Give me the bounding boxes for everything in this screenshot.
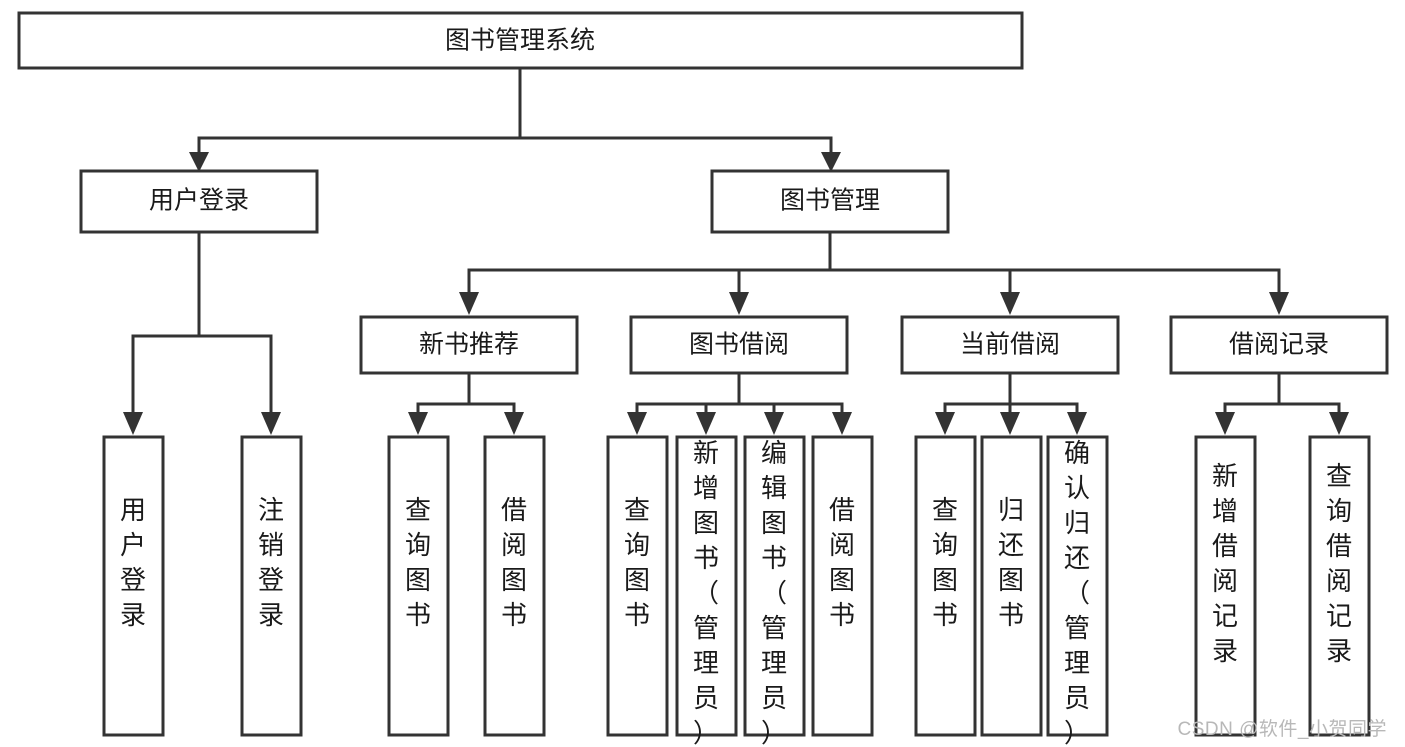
arrowhead-to-leaf-logout <box>261 412 281 435</box>
leaf-user-login-label: 用户登录 <box>120 495 146 630</box>
node-borrow-record[interactable]: 借阅记录 <box>1169 315 1389 375</box>
arrowhead-to-book-borrow <box>729 292 749 315</box>
leaf-add-record-label: 新增借阅记录 <box>1212 461 1238 666</box>
arrowhead-to-leaf-query-book-3 <box>935 412 955 435</box>
book-manage-box[interactable] <box>710 169 950 234</box>
leaf-query-book-2-box[interactable] <box>606 435 669 737</box>
leaf-add-record-box[interactable] <box>1194 435 1257 737</box>
current-borrow-box[interactable] <box>900 315 1120 375</box>
node-leaf-query-book-3[interactable]: 查询图书 <box>914 435 977 737</box>
leaf-query-book-1-label: 查询图书 <box>405 495 431 630</box>
node-leaf-borrow-book-1[interactable]: 借阅图书 <box>483 435 546 737</box>
node-leaf-return-book[interactable]: 归还图书 <box>980 435 1043 737</box>
connector-book-manage-trunk <box>467 230 1281 300</box>
new-book-recommend-box[interactable] <box>359 315 579 375</box>
csdn-watermark: CSDN @软件_小贺同学 <box>1177 719 1387 740</box>
node-leaf-query-record[interactable]: 查询借阅记录 <box>1308 435 1371 737</box>
arrowhead-to-new-book-recommend <box>459 292 479 315</box>
leaf-edit-book-box[interactable] <box>743 435 806 737</box>
arrowhead-to-leaf-query-book-2 <box>627 412 647 435</box>
node-root[interactable]: 图书管理系统 <box>17 11 1024 70</box>
connector-root-trunk <box>197 66 833 160</box>
book-manage-label: 图书管理 <box>780 187 880 215</box>
arrowhead-to-leaf-query-book-1 <box>408 412 428 435</box>
arrowhead-to-leaf-confirm-return <box>1067 412 1087 435</box>
book-borrow-box[interactable] <box>629 315 849 375</box>
leaf-logout-box[interactable] <box>240 435 303 737</box>
node-leaf-edit-book[interactable]: 编辑图书（管理员） <box>743 435 806 747</box>
connector-current-borrow-trunk <box>943 371 1079 420</box>
arrowhead-to-leaf-borrow-book-2 <box>832 412 852 435</box>
user-login-label: 用户登录 <box>149 187 249 215</box>
arrowhead-to-leaf-add-book <box>696 412 716 435</box>
arrowhead-to-book-manage <box>821 152 841 172</box>
node-book-borrow[interactable]: 图书借阅 <box>629 315 849 375</box>
node-leaf-add-record[interactable]: 新增借阅记录 <box>1194 435 1257 737</box>
connector-new-book-recommend-trunk <box>416 371 516 420</box>
connector-user-login-trunk <box>131 230 273 420</box>
arrowhead-to-leaf-user-login <box>123 412 143 435</box>
connector-book-borrow-trunk <box>635 371 844 420</box>
arrowhead-to-user-login <box>189 152 209 172</box>
node-leaf-user-login[interactable]: 用户登录 <box>102 435 165 737</box>
node-leaf-confirm-return[interactable]: 确认归还（管理员） <box>1046 435 1109 747</box>
leaf-confirm-return-box[interactable] <box>1046 435 1109 737</box>
node-leaf-logout[interactable]: 注销登录 <box>240 435 303 737</box>
leaf-query-book-3-label: 查询图书 <box>932 495 958 630</box>
leaf-return-book-box[interactable] <box>980 435 1043 737</box>
leaf-logout-label: 注销登录 <box>258 495 284 630</box>
borrow-record-box[interactable] <box>1169 315 1389 375</box>
leaf-borrow-book-2-label: 借阅图书 <box>829 495 855 630</box>
arrowhead-to-borrow-record <box>1269 292 1289 315</box>
book-borrow-label: 图书借阅 <box>689 331 789 359</box>
arrowhead-to-leaf-query-record <box>1329 412 1349 435</box>
root-label: 图书管理系统 <box>445 27 595 55</box>
leaf-add-book-label: 新增图书（管理员） <box>693 438 719 747</box>
new-book-recommend-label: 新书推荐 <box>419 331 519 359</box>
root-box[interactable] <box>17 11 1024 70</box>
node-user-login[interactable]: 用户登录 <box>79 169 319 234</box>
node-leaf-query-book-1[interactable]: 查询图书 <box>387 435 450 737</box>
leaf-query-book-2-label: 查询图书 <box>624 495 650 630</box>
arrowhead-to-leaf-add-record <box>1215 412 1235 435</box>
node-new-book-recommend[interactable]: 新书推荐 <box>359 315 579 375</box>
borrow-record-label: 借阅记录 <box>1229 331 1329 359</box>
leaf-confirm-return-label: 确认归还（管理员） <box>1064 438 1090 747</box>
node-leaf-borrow-book-2[interactable]: 借阅图书 <box>811 435 874 737</box>
leaf-borrow-book-1-label: 借阅图书 <box>501 495 527 630</box>
arrowhead-to-leaf-borrow-book-1 <box>504 412 524 435</box>
current-borrow-label: 当前借阅 <box>960 331 1060 359</box>
user-login-box[interactable] <box>79 169 319 234</box>
node-book-manage[interactable]: 图书管理 <box>710 169 950 234</box>
leaf-user-login-box[interactable] <box>102 435 165 737</box>
node-leaf-add-book[interactable]: 新增图书（管理员） <box>675 435 738 747</box>
leaf-borrow-book-1-box[interactable] <box>483 435 546 737</box>
arrowhead-to-leaf-edit-book <box>764 412 784 435</box>
leaf-return-book-label: 归还图书 <box>998 495 1024 630</box>
arrowhead-to-current-borrow <box>1000 292 1020 315</box>
leaf-query-record-box[interactable] <box>1308 435 1371 737</box>
node-leaf-query-book-2[interactable]: 查询图书 <box>606 435 669 737</box>
leaf-add-book-box[interactable] <box>675 435 738 737</box>
leaf-edit-book-label: 编辑图书（管理员） <box>761 438 787 747</box>
arrowhead-to-leaf-return-book <box>1000 412 1020 435</box>
node-current-borrow[interactable]: 当前借阅 <box>900 315 1120 375</box>
connectors-group <box>123 66 1349 435</box>
connector-borrow-record-trunk <box>1223 371 1341 420</box>
leaf-borrow-book-2-box[interactable] <box>811 435 874 737</box>
leaf-query-record-label: 查询借阅记录 <box>1326 461 1352 666</box>
leaf-query-book-1-box[interactable] <box>387 435 450 737</box>
leaf-query-book-3-box[interactable] <box>914 435 977 737</box>
